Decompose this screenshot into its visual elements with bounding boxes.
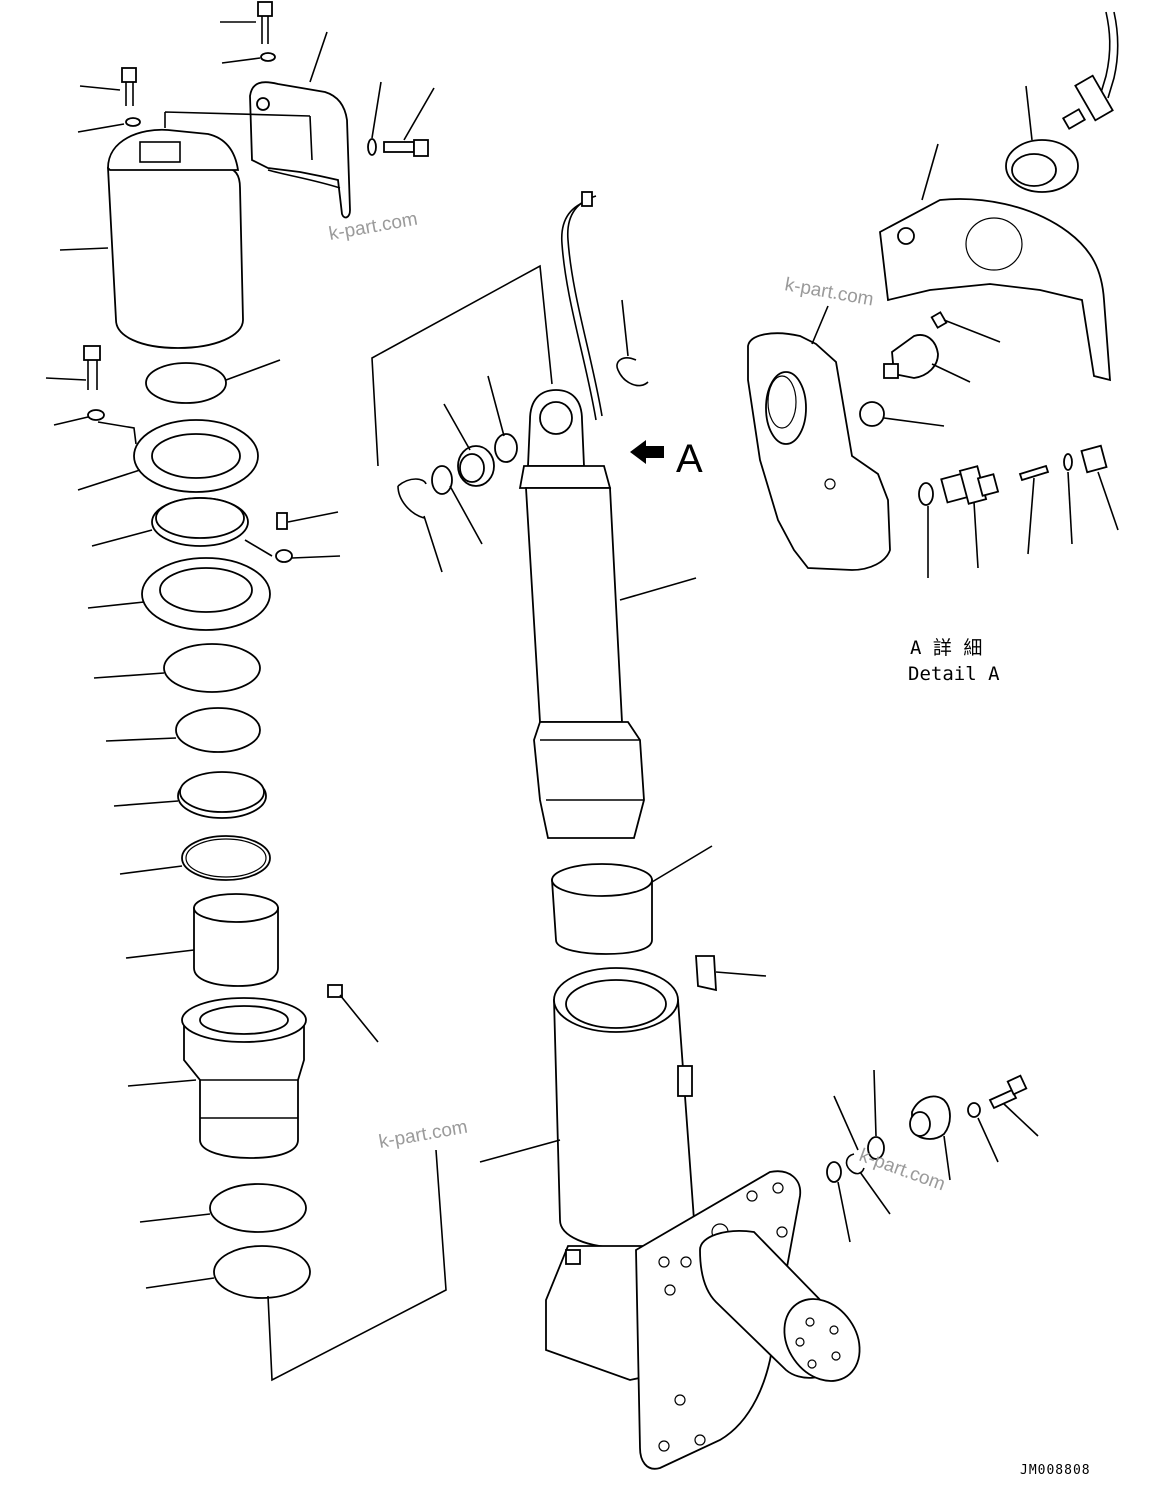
cylinder-tube bbox=[479, 967, 695, 1249]
seal-ring bbox=[91, 497, 249, 547]
spindle-o-ring-small bbox=[826, 1161, 851, 1243]
detail-plug-small bbox=[930, 311, 1001, 343]
piston-ring bbox=[551, 845, 713, 955]
o-ring-3 bbox=[119, 835, 271, 881]
cap-bolt bbox=[988, 1074, 1039, 1137]
hydraulic-hose bbox=[561, 191, 603, 421]
bushing bbox=[125, 893, 279, 987]
detail-o-ring-a bbox=[859, 401, 945, 427]
backup-ring-1 bbox=[105, 707, 261, 753]
detail-nipple bbox=[1018, 464, 1050, 555]
nameplate-tag bbox=[695, 955, 767, 992]
spindle-cap bbox=[909, 1095, 951, 1181]
detail-o-ring-c bbox=[1063, 453, 1073, 545]
dust-seal bbox=[113, 771, 267, 819]
drawing-code: JM008808 bbox=[1020, 1463, 1091, 1478]
detail-a-caption: A 詳 細 Detail A bbox=[908, 637, 1000, 685]
top-washer bbox=[221, 52, 276, 64]
detail-pressure-switch bbox=[883, 334, 971, 383]
cylinder-cover bbox=[59, 111, 313, 349]
axle-spindle bbox=[699, 1230, 861, 1382]
o-ring-5 bbox=[145, 1245, 311, 1299]
bearing-retainer bbox=[87, 557, 271, 631]
o-ring-1 bbox=[145, 359, 281, 404]
long-bolt bbox=[45, 345, 101, 390]
spindle-o-ring bbox=[867, 1069, 885, 1160]
watermark: k-part.com bbox=[783, 274, 875, 310]
o-ring-4 bbox=[139, 1183, 307, 1233]
detail-hose-fitting bbox=[1061, 11, 1119, 130]
cap-washer bbox=[967, 1102, 999, 1163]
cylinder-head bbox=[127, 997, 307, 1159]
pin-bearing-parts bbox=[397, 375, 518, 573]
flange-plate bbox=[77, 419, 259, 493]
cover-washer-left bbox=[77, 117, 141, 133]
top-bolt bbox=[220, 1, 273, 44]
bracket-bolt bbox=[383, 87, 435, 157]
bracket-washer bbox=[367, 81, 382, 156]
bracket-plate bbox=[249, 31, 351, 219]
watermark: k-part.com bbox=[327, 209, 419, 245]
view-a-arrow: A bbox=[630, 437, 703, 481]
detail-cover-bracket bbox=[879, 143, 1111, 382]
detail-o-ring-b bbox=[918, 482, 934, 578]
snap-ring bbox=[616, 299, 649, 387]
detail-clevis bbox=[747, 305, 891, 571]
spindle-snap-ring bbox=[833, 1095, 891, 1215]
group-bracket-line bbox=[267, 1149, 447, 1382]
watermark: k-part.com bbox=[856, 1145, 948, 1195]
view-a-label: A bbox=[676, 437, 703, 481]
o-ring-2 bbox=[93, 643, 261, 693]
grease-fitting bbox=[244, 511, 341, 563]
detail-caption-en: Detail A bbox=[908, 663, 1000, 685]
detail-caption-jp: A 詳 細 bbox=[910, 637, 982, 659]
watermark: k-part.com bbox=[377, 1117, 469, 1153]
long-bolt-washer bbox=[53, 409, 105, 426]
plug bbox=[327, 984, 379, 1043]
detail-cap-nut bbox=[1080, 444, 1119, 531]
detail-adapter bbox=[940, 465, 1000, 569]
detail-grommet bbox=[1005, 85, 1079, 193]
piston-rod-assembly bbox=[371, 264, 697, 839]
cover-bolt-left bbox=[79, 67, 137, 106]
